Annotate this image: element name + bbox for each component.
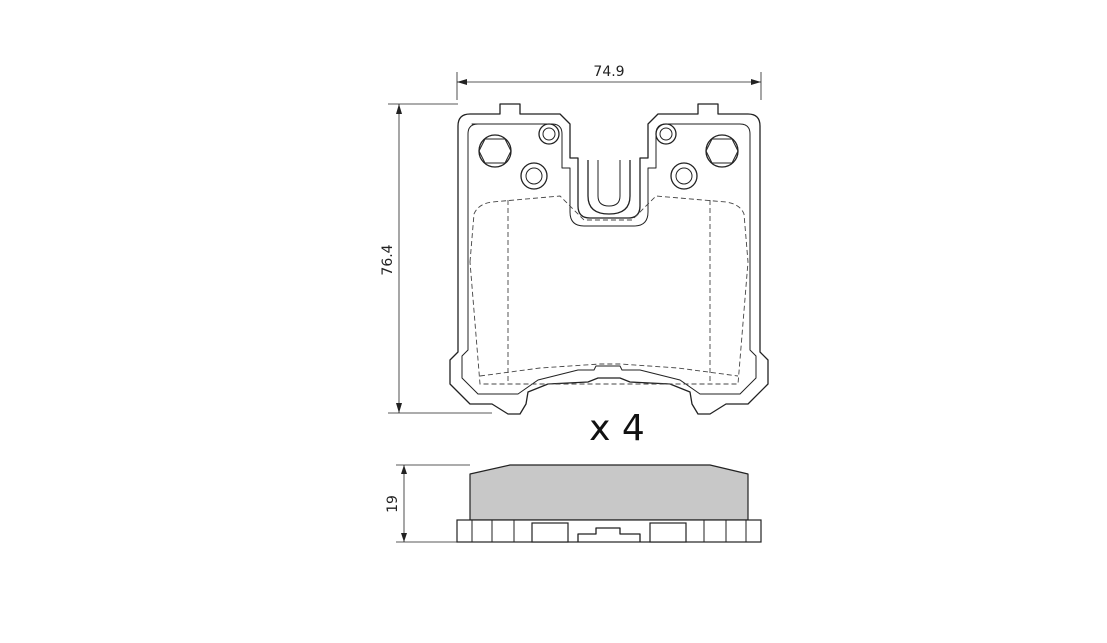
pad-front-view bbox=[449, 103, 769, 415]
clip-slot bbox=[587, 160, 631, 215]
right-small-hole-bottom bbox=[670, 162, 698, 190]
height-dimension-label: 76.4 bbox=[380, 244, 396, 275]
backing-plate-side bbox=[456, 519, 762, 543]
width-dimension: 74.9 bbox=[456, 64, 762, 100]
left-clip-tab bbox=[531, 522, 569, 543]
pad-side-view bbox=[456, 464, 762, 543]
right-clip-tab bbox=[649, 522, 687, 543]
right-small-hole-top bbox=[655, 123, 677, 145]
thickness-dimension-label: 19 bbox=[385, 495, 401, 513]
quantity-label: x 4 bbox=[589, 408, 645, 449]
backing-plate-segments bbox=[471, 520, 747, 542]
left-small-hole-bottom bbox=[520, 162, 548, 190]
center-clip bbox=[577, 527, 641, 542]
friction-material bbox=[469, 464, 749, 521]
backing-plate-inner-outline bbox=[461, 123, 757, 395]
left-large-hole bbox=[478, 134, 512, 168]
backing-plate-outline bbox=[449, 103, 769, 415]
height-dimension: 76.4 bbox=[380, 103, 492, 414]
left-small-hole-top bbox=[538, 123, 560, 145]
right-large-hole bbox=[705, 134, 739, 168]
clip-slot-inner bbox=[597, 160, 621, 207]
friction-hidden-outline bbox=[469, 195, 749, 385]
thickness-dimension: 19 bbox=[385, 464, 470, 543]
hidden-line-bottom bbox=[479, 363, 739, 377]
width-dimension-label: 74.9 bbox=[593, 64, 624, 80]
